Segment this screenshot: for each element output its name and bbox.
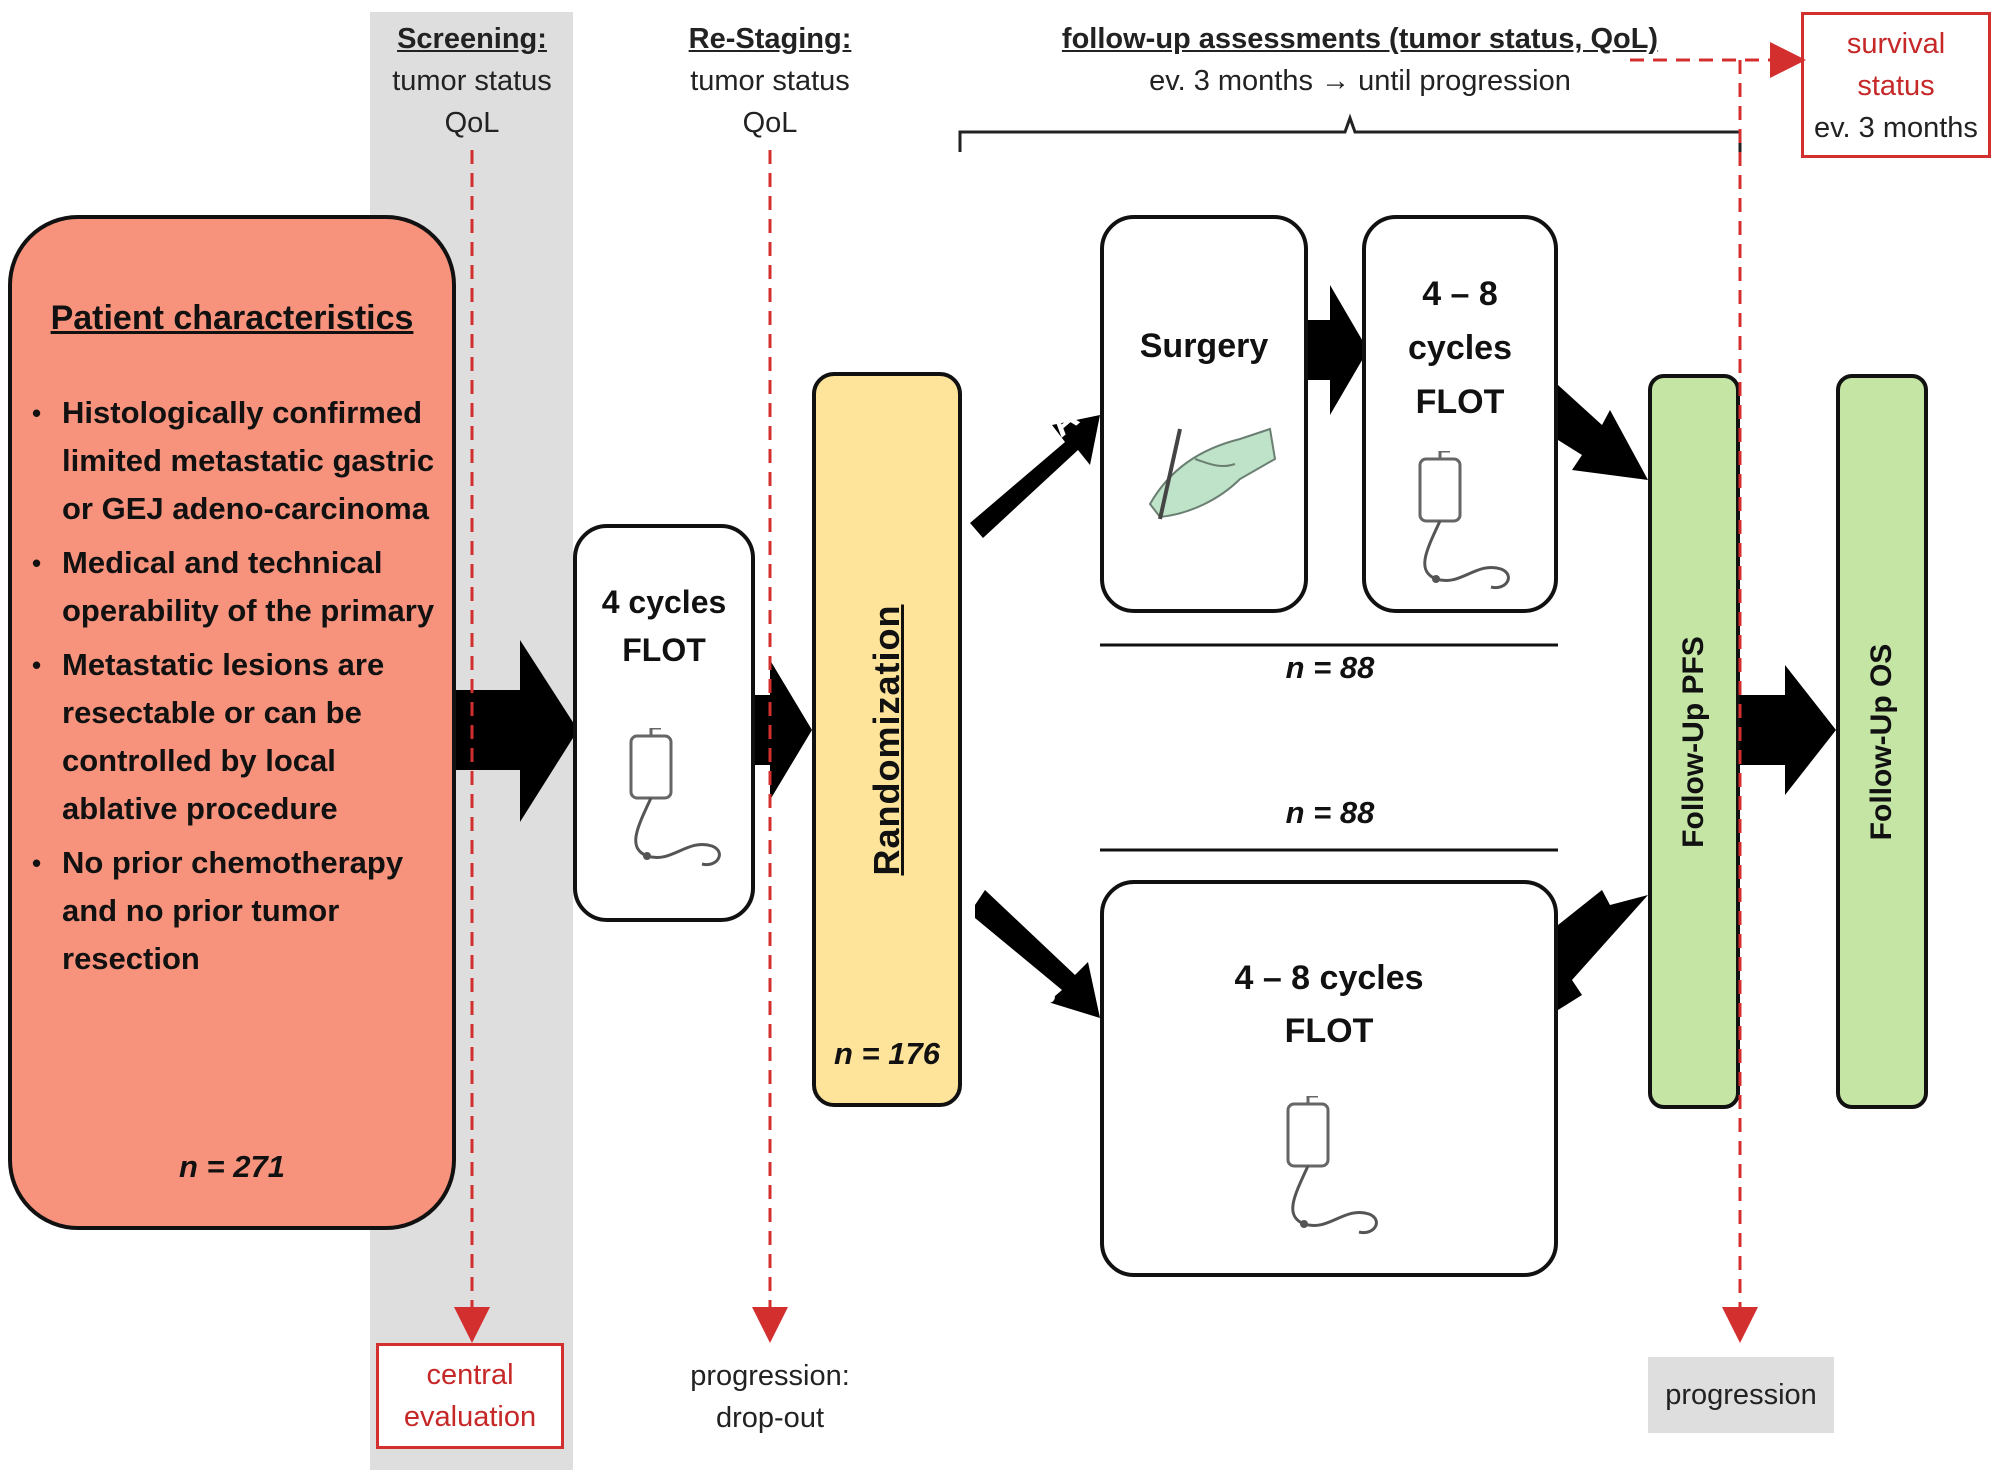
followup-brace [958,113,1742,152]
patient-characteristics-box: Patient characteristics Histologically c… [8,215,456,1230]
followup-pfs-label: Follow-Up PFS [1677,635,1710,848]
survival-line1: survival [1846,28,1946,60]
bullet-item: No prior chemotherapy and no prior tumor… [26,839,456,983]
surgery-box: Surgery [1100,215,1308,613]
screening-title: Screening: [397,23,547,55]
prog-dropout-line1: progression: [690,1360,850,1392]
randomization-box: Randomization n = 176 [812,372,962,1107]
followup-line1: ev. 3 months → until progression [1149,65,1571,97]
bullet-item: Histologically confirmed limited metasta… [26,389,456,533]
survival-line3: ev. 3 months [1814,112,1978,144]
arm-b-n: n = 88 [1285,795,1375,830]
followup-header: follow-up assessments (tumor status, QoL… [1040,18,1680,102]
followup-title: follow-up assessments (tumor status, QoL… [1061,23,1659,55]
screening-header: Screening: tumor status QoL [372,18,572,144]
restaging-line1: tumor status [690,65,850,97]
patient-bullets: Histologically confirmed limited metasta… [26,389,456,989]
arm-a-cycles-line1: 4 – 8 [1422,275,1498,313]
surgery-label: Surgery [1139,327,1269,365]
arrow-cycles-to-pfs [1558,385,1648,480]
randomization-n: n = 176 [834,1036,940,1071]
arm-b-line1: 4 – 8 cycles [1234,959,1424,997]
central-line1: central [426,1359,514,1391]
screening-line1: tumor status [392,65,552,97]
progression-dropout: progression: drop-out [660,1355,880,1439]
survival-status-box: survival status ev. 3 months [1801,12,1991,158]
followup-pfs-box: Follow-Up PFS [1648,374,1740,1109]
surgeon-hand-icon [1148,427,1277,520]
arm-a-arrow [970,415,1100,538]
arrow-armb-to-pfs [1558,890,1648,1010]
randomization-label: Randomization [866,604,907,875]
arm-b-arrow [975,890,1100,1018]
followup-os-label: Follow-Up OS [1865,643,1898,840]
arm-a-cycles-box: 4 – 8 cycles FLOT [1362,215,1558,613]
arm-b-line2: FLOT [1284,1012,1374,1050]
bullet-item: Medical and technical operability of the… [26,539,456,635]
arm-b-box: 4 – 8 cycles FLOT [1100,880,1558,1277]
progression-box: progression [1648,1357,1834,1433]
screening-line2: QoL [444,107,500,139]
induction-line2: FLOT [622,632,706,668]
infusion-bag-icon [1418,451,1510,590]
arrow-surgery-to-cycles [1308,285,1368,415]
arm-a-cycles-line3: FLOT [1415,383,1505,421]
induction-flot-box: 4 cycles FLOT [573,524,755,922]
arm-a-n: n = 88 [1285,650,1375,685]
infusion-bag-icon [1286,1096,1378,1235]
bullet-item: Metastatic lesions are resectable or can… [26,641,456,833]
patient-title: Patient characteristics [50,299,414,337]
followup-os-box: Follow-Up OS [1836,374,1928,1109]
arrow-pfs-to-os [1740,665,1836,795]
restaging-title: Re-Staging: [688,23,852,55]
central-evaluation-box: central evaluation [376,1343,564,1449]
restaging-header: Re-Staging: tumor status QoL [665,18,875,144]
prog-dropout-line2: drop-out [715,1402,824,1434]
infusion-bag-icon [629,728,721,867]
arrow-to-induction [456,640,578,822]
patient-n: n = 271 [179,1149,285,1184]
survival-line2: status [1857,70,1935,102]
arrow-to-randomization [755,660,812,800]
arm-a-cycles-line2: cycles [1408,329,1512,367]
central-line2: evaluation [403,1401,537,1433]
induction-line1: 4 cycles [601,584,727,620]
restaging-line2: QoL [742,107,798,139]
